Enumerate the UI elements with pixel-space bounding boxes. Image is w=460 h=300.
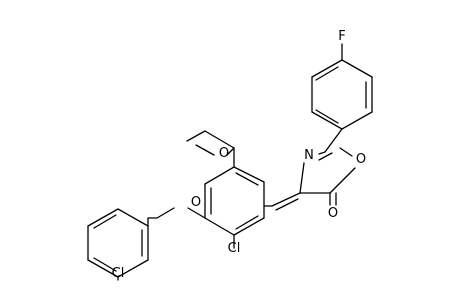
bond	[233, 166, 265, 183]
bonds	[87, 43, 373, 281]
bond	[311, 111, 343, 130]
ether-oxygen-label: O	[191, 195, 201, 210]
bond	[93, 257, 117, 272]
bond	[117, 259, 149, 278]
nitrogen-label: N	[304, 148, 314, 163]
atom-labels: F N O O O O Cl Cl	[112, 29, 366, 281]
bond	[204, 166, 235, 185]
carbonyl-oxygen-label: O	[328, 206, 338, 221]
fluorine-label: F	[338, 29, 345, 44]
aryl-chlorine-label: Cl	[228, 241, 241, 256]
bond	[299, 162, 305, 194]
benzyl-chlorine-label: Cl	[112, 266, 125, 281]
bond	[329, 167, 356, 194]
bond	[87, 259, 119, 278]
bond	[117, 208, 149, 227]
bond	[311, 59, 343, 78]
bond	[341, 111, 373, 130]
bond	[186, 130, 206, 142]
bond	[235, 215, 259, 230]
bond	[315, 109, 339, 124]
ethoxy-oxygen-label: O	[219, 146, 229, 161]
bond	[339, 147, 353, 157]
bond	[324, 128, 343, 153]
bond	[275, 198, 299, 211]
bond	[341, 59, 373, 78]
bond	[233, 217, 265, 236]
bond	[318, 151, 326, 155]
bond	[187, 207, 206, 219]
bond	[195, 144, 215, 156]
bond	[315, 66, 339, 81]
bond	[87, 208, 119, 227]
bond	[318, 152, 333, 161]
bond	[226, 147, 235, 156]
bond	[204, 217, 235, 236]
ring-oxygen-label: O	[356, 152, 366, 167]
bond	[204, 130, 235, 149]
bond	[93, 214, 117, 229]
bond	[235, 172, 259, 186]
bond	[156, 207, 175, 219]
bond	[271, 192, 301, 207]
